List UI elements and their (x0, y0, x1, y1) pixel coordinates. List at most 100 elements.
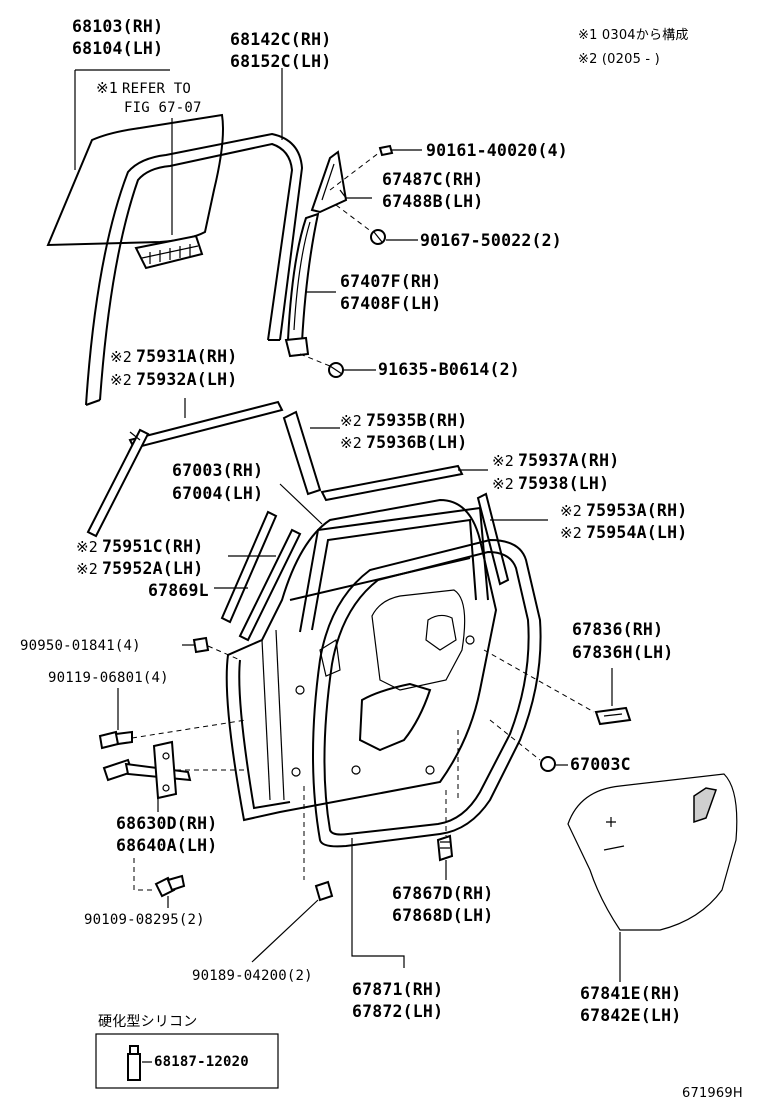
marker-75938: ※2 (492, 475, 514, 493)
label-90189: 90189-04200(2) (192, 968, 313, 984)
text-75936b: 75936B(LH) (366, 433, 468, 452)
dash-67003c (489, 719, 541, 761)
text-75937a: 75937A(RH) (518, 451, 620, 470)
leader-90189 (251, 899, 319, 963)
note-2: ※2 (0205 - ) (578, 52, 660, 67)
label-67004: 67004(LH) (172, 484, 264, 503)
label-67871: 67871(RH) (352, 980, 444, 999)
screw-90167-part (370, 229, 386, 245)
text-75932a: 75932A(LH) (136, 370, 238, 389)
note-1: ※1 0304から構成 (578, 28, 689, 43)
label-67003: 67003(RH) (172, 461, 264, 480)
label-68142c: 68142C(RH) (230, 30, 332, 49)
marker-75954a: ※2 (560, 524, 582, 542)
bolt-90109-part (154, 874, 186, 898)
service-hole-cover-part (567, 773, 738, 931)
label-90119: 90119-06801(4) (48, 670, 169, 686)
leader-67003 (279, 483, 323, 525)
label-67869l: 67869L (148, 581, 209, 600)
marker-75953a: ※2 (560, 502, 582, 520)
leader-67871 (351, 838, 405, 968)
label-90109: 90109-08295(2) (84, 912, 205, 928)
label-68640a: 68640A(LH) (116, 836, 218, 855)
label-67488b: 67488B(LH) (382, 192, 484, 211)
marker-75935b: ※2 (340, 412, 362, 430)
label-68103: 68103(RH) (72, 17, 164, 36)
label-68104: 68104(LH) (72, 39, 164, 58)
marker-75951c: ※2 (76, 538, 98, 556)
screw-90161-part (378, 144, 394, 157)
label-67867d: 67867D(RH) (392, 884, 494, 903)
label-68630d: 68630D(RH) (116, 814, 218, 833)
clip-67867d-part (436, 834, 454, 862)
text-75951c: 75951C(RH) (102, 537, 204, 556)
door-weatherstrip-part (312, 538, 542, 848)
division-bar-part (284, 212, 320, 358)
weatherstrip-75937a-part (320, 464, 464, 502)
label-90161: 90161-40020(4) (426, 141, 568, 160)
dash-90161 (329, 151, 381, 191)
dash-90167 (335, 204, 373, 233)
clip-90950-part (192, 636, 210, 654)
dash-67836 (483, 649, 595, 713)
label-67872: 67872(LH) (352, 1002, 444, 1021)
dash-90109 (133, 858, 152, 891)
bolt-90119-part (98, 730, 133, 750)
marker-75931a: ※2 (110, 348, 132, 366)
rear-sash-part (310, 150, 348, 214)
refer-marker: ※1 (96, 79, 118, 97)
label-67836h: 67836H(LH) (572, 643, 674, 662)
dash-90119 (131, 719, 247, 739)
label-67842e: 67842E(LH) (580, 1006, 682, 1025)
refer-text-1: REFER TO (122, 81, 192, 97)
door-glass-part (46, 113, 224, 247)
moulding-75935b-part (282, 410, 322, 496)
text-75931a: 75931A(RH) (136, 347, 238, 366)
silicone-tube-icon (127, 1045, 141, 1081)
legend-box-frame (95, 1033, 279, 1089)
plug-67003c-part (540, 756, 556, 772)
screw-91635-part (328, 362, 344, 378)
label-67408f: 67408F(LH) (340, 294, 442, 313)
door-check-part (102, 740, 192, 800)
label-90167: 90167-50022(2) (420, 231, 562, 250)
dash-91635 (299, 353, 331, 367)
label-67868d: 67868D(LH) (392, 906, 494, 925)
cap-67836-part (594, 706, 632, 726)
leader-67487c (339, 189, 372, 199)
marker-75936b: ※2 (340, 434, 362, 452)
marker-75937a: ※2 (492, 452, 514, 470)
label-67836: 67836(RH) (572, 620, 664, 639)
text-75953a: 75953A(RH) (586, 501, 688, 520)
text-75954a: 75954A(LH) (586, 523, 688, 542)
text-75952a: 75952A(LH) (102, 559, 204, 578)
label-90950: 90950-01841(4) (20, 638, 141, 654)
label-67487c: 67487C(RH) (382, 170, 484, 189)
moulding-75953a-part (476, 492, 510, 586)
marker-75952a: ※2 (76, 560, 98, 578)
refer-line-2: FIG 67-07 (124, 100, 202, 116)
label-68187: 68187-12020 (154, 1054, 249, 1070)
moulding-75951c-part (86, 428, 150, 538)
glass-channel-part (134, 234, 204, 270)
marker-75932a: ※2 (110, 371, 132, 389)
label-67407f: 67407F(RH) (340, 272, 442, 291)
label-67841e: 67841E(RH) (580, 984, 682, 1003)
legend-title: 硬化型シリコン (98, 1014, 198, 1030)
glass-run-part (85, 132, 304, 406)
belt-moulding-75931-part (128, 400, 284, 450)
text-75935b: 75935B(RH) (366, 411, 468, 430)
